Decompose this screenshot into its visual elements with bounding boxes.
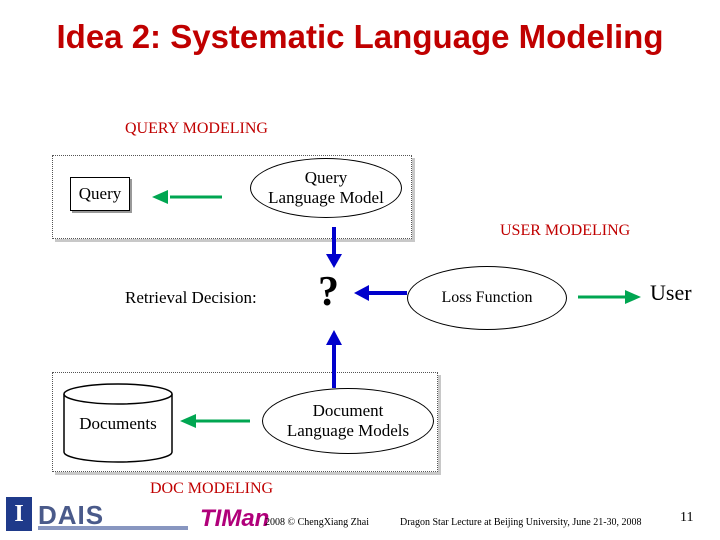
query-model-line2: Language Model [268,188,384,207]
query-modeling-label: QUERY MODELING [125,120,268,137]
arrow-doc-models-to-documents [180,414,250,428]
loss-function-label: Loss Function [441,289,533,307]
footer-credit: 2008 © ChengXiang Zhai [265,517,369,528]
doc-model-line2: Language Models [286,421,410,440]
documents-label: Documents [79,414,157,433]
loss-function-ellipse: Loss Function [407,266,567,330]
dais-logo: DAIS [38,500,105,530]
user-label: User [650,280,692,305]
arrow-doc-models-to-decision [326,330,342,388]
doc-model-line1: Document [312,400,384,420]
arrow-loss-to-user [578,290,641,304]
retrieval-decision-label: Retrieval Decision: [125,288,257,307]
arrow-query-model-to-query [152,190,222,204]
arrow-query-model-to-decision [326,227,342,268]
slide-title: Idea 2: Systematic Language Modeling [56,18,664,55]
university-logo-icon: I [6,497,32,531]
timan-logo: TIMan [200,505,270,532]
footer-lecture: Dragon Star Lecture at Beijing Universit… [400,517,642,528]
query-model-line1: Query [304,167,348,187]
documents-cylinder-shape [63,383,173,463]
arrow-loss-to-decision [354,285,407,301]
doc-modeling-label: DOC MODELING [150,480,274,497]
decision-question-mark: ? [318,269,339,315]
query-document-shape: Query [70,177,130,211]
user-modeling-label: USER MODELING [500,222,631,239]
dais-logo-caption-bar [38,526,188,530]
query-label: Query [78,184,122,203]
page-number: 11 [680,510,694,525]
